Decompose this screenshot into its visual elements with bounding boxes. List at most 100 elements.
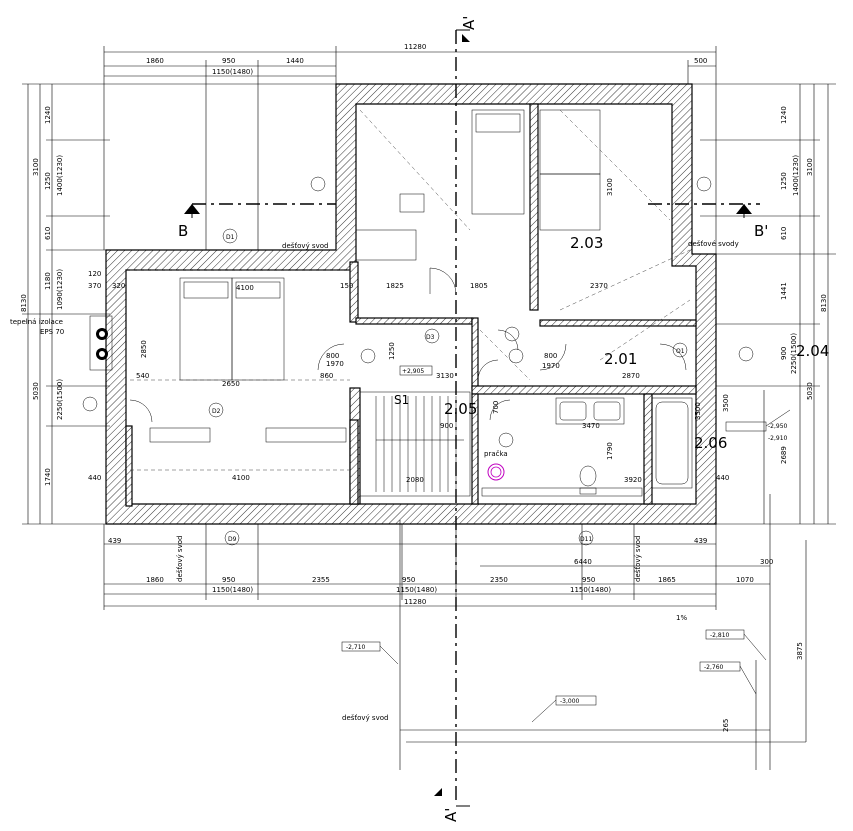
- marker-circle: [508, 348, 524, 364]
- dim-left-1400: 1400(1230): [56, 155, 64, 196]
- label-tepelna-izolace: tepelná izolace: [10, 318, 63, 326]
- dim-interior-120: 120: [88, 270, 101, 278]
- dim-interior-1970b: 1970: [542, 362, 560, 370]
- dim-bottom-300: 300: [760, 558, 773, 566]
- dim-top-500: 500: [694, 57, 707, 65]
- room-2-03: 2.03: [570, 234, 603, 252]
- dim-interior-540: 540: [136, 372, 149, 380]
- dim-bottom-1865: 1865: [658, 576, 676, 584]
- marker-circle: [208, 402, 224, 418]
- washing-machine-symbol: [487, 463, 505, 481]
- marker-d3: D3: [426, 334, 435, 341]
- level-2910: -2,910: [768, 435, 788, 442]
- dim-top-950: 950: [222, 57, 235, 65]
- dim-bottom-950c: 950: [582, 576, 595, 584]
- interior-walls: [125, 103, 697, 507]
- dim-interior-2870: 2870: [622, 372, 640, 380]
- dim-interior-2850-label: 2650: [222, 380, 240, 388]
- dim-interior-150: 150: [340, 282, 353, 290]
- dim-bottom-2350: 2350: [490, 576, 508, 584]
- dim-right-1441: 1441: [780, 282, 788, 300]
- room-2-04: 2.04: [796, 342, 829, 360]
- dim-left-2250: 2250(1500): [56, 379, 64, 420]
- marker-d11: D11: [580, 536, 592, 543]
- dim-interior-900: 900: [440, 422, 453, 430]
- label-pracka: pračka: [484, 450, 508, 458]
- dim-bottom-439: 439: [108, 537, 121, 545]
- dim-bottom-1150a: 1150(1480): [212, 586, 253, 594]
- door-swings: [129, 267, 687, 423]
- dim-right-610: 610: [780, 227, 788, 240]
- dim-bottom-1150b: 1150(1480): [396, 586, 437, 594]
- dim-left-1180: 1180: [44, 272, 52, 290]
- dim-left-5030: 5030: [32, 382, 40, 400]
- label-stair-s1: S1: [394, 393, 409, 407]
- section-mark-b-left: B: [178, 222, 188, 240]
- dim-bottom-950: 950: [222, 576, 235, 584]
- dim-bottom-439b: 439: [694, 537, 707, 545]
- room-2-05: 2.05: [444, 400, 477, 418]
- dim-right-8130: 8130: [820, 294, 828, 312]
- marker-circle: [738, 346, 754, 362]
- dim-bottom-1070: 1070: [736, 576, 754, 584]
- dim-interior-3500: 3500: [694, 402, 702, 420]
- dim-interior-4100a: 4100: [236, 284, 254, 292]
- dim-interior-1825: 1825: [386, 282, 404, 290]
- dim-interior-1250: 1250: [388, 342, 396, 360]
- marker-circle: [360, 348, 376, 364]
- circle-markers: [82, 176, 754, 546]
- dimension-lines-bottom: [103, 494, 807, 770]
- dimension-lines-left: [22, 83, 336, 525]
- dim-interior-1790: 1790: [606, 442, 614, 460]
- dim-interior-3920: 3920: [624, 476, 642, 484]
- label-desvody-top-right: dešťové svody: [688, 239, 739, 248]
- section-mark-a-bottom: A': [442, 808, 460, 822]
- dim-interior-3100: 3100: [606, 178, 614, 196]
- level-2905: +2,905: [402, 368, 424, 375]
- marker-o1: O1: [676, 348, 685, 355]
- label-eps: EPS 70: [40, 328, 64, 336]
- marker-circle: [498, 432, 514, 448]
- dim-interior-800b: 800: [544, 352, 557, 360]
- level-3000: -3,000: [560, 698, 580, 705]
- dim-top-1860: 1860: [146, 57, 164, 65]
- hidden-lines: [130, 109, 691, 471]
- level-2760: -2,760: [704, 664, 724, 671]
- dim-top-total: 11280: [404, 43, 426, 51]
- marker-circle: [224, 530, 240, 546]
- insulation-detail: [89, 315, 113, 371]
- dim-interior-2080: 2080: [406, 476, 424, 484]
- marker-circle: [310, 176, 326, 192]
- section-mark-a-top: A': [460, 16, 478, 30]
- dim-left-1090: 1090(1230): [56, 269, 64, 310]
- room-2-01: 2.01: [604, 350, 637, 368]
- marker-d1: D1: [226, 234, 235, 241]
- level-boxes: [341, 365, 791, 723]
- dim-bottom-total: 11280: [404, 598, 426, 606]
- dim-bottom-1860: 1860: [146, 576, 164, 584]
- dim-interior-1970a: 1970: [326, 360, 344, 368]
- dim-interior-700: 700: [492, 401, 500, 414]
- label-desvod-bottom-left: dešťový svod: [175, 536, 184, 582]
- dim-interior-1805: 1805: [470, 282, 488, 290]
- marker-circle: [672, 342, 688, 358]
- level-2950: -2,950: [768, 423, 788, 430]
- section-lines: [184, 29, 760, 807]
- dim-right-5030: 5030: [806, 382, 814, 400]
- marker-d9: D9: [228, 536, 237, 543]
- dim-right-1250: 1250: [780, 172, 788, 190]
- marker-circle: [504, 326, 520, 342]
- dim-interior-2850: 2850: [140, 340, 148, 358]
- dim-interior-440a: 440: [88, 474, 101, 482]
- dim-top-1150: 1150(1480): [212, 68, 253, 76]
- dimension-lines-right: [692, 83, 836, 525]
- dim-right-3500: 3500: [722, 394, 730, 412]
- dim-right-1400: 1400(1230): [792, 155, 800, 196]
- marker-circle: [222, 228, 238, 244]
- dim-bottom-2355: 2355: [312, 576, 330, 584]
- room-2-06: 2.06: [694, 434, 727, 452]
- dim-top-1440: 1440: [286, 57, 304, 65]
- dim-interior-4100b: 4100: [232, 474, 250, 482]
